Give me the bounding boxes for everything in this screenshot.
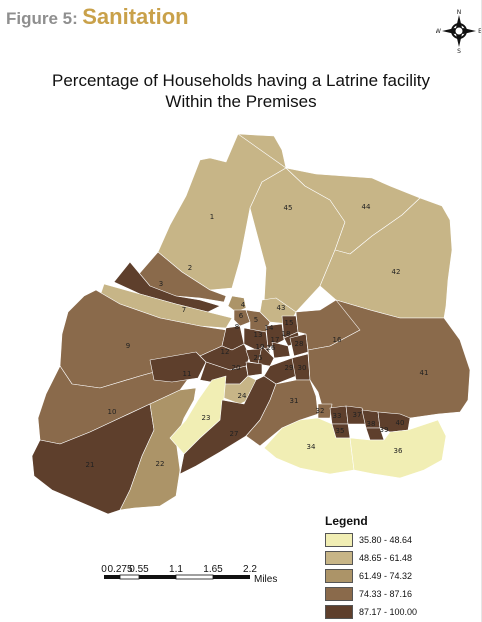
ward-label-3: 3: [159, 280, 163, 288]
ward-25: [245, 361, 263, 377]
ward-label-28: 28: [295, 340, 304, 348]
ward-label-13: 13: [254, 331, 263, 339]
ward-label-19: 19: [256, 343, 265, 351]
ward-label-25: 25: [254, 354, 263, 362]
ward-42: [319, 197, 453, 319]
ward-label-10: 10: [108, 408, 117, 416]
scale-tick-5: 2.2: [243, 564, 257, 575]
scale-tick-4: 1.65: [203, 564, 223, 575]
ward-label-22: 22: [156, 460, 165, 468]
scale-unit: Miles: [254, 574, 277, 585]
ward-17: [271, 341, 291, 359]
ward-label-11: 11: [183, 370, 192, 378]
legend: Legend 35.80 - 48.64 48.65 - 61.48 61.49…: [325, 514, 475, 622]
ward-label-18: 18: [282, 330, 291, 338]
ward-label-27: 27: [230, 430, 239, 438]
legend-swatch: [325, 569, 353, 583]
ward-label-21: 21: [86, 461, 95, 469]
ward-label-17: 17: [271, 336, 280, 344]
legend-label: 48.65 - 61.48: [359, 553, 413, 563]
compass-w: W: [436, 28, 441, 35]
legend-item: 61.49 - 74.32: [325, 568, 475, 584]
figure-label: Figure 5:: [6, 9, 78, 28]
scale-tick-1: 0.275: [107, 564, 132, 575]
legend-label: 35.80 - 48.64: [359, 535, 413, 545]
legend-item: 48.65 - 61.48: [325, 550, 475, 566]
ward-label-20: 20: [232, 364, 241, 372]
ward-label-32: 32: [316, 407, 325, 415]
ward-label-14: 14: [265, 324, 274, 332]
map-title-line1: Percentage of Households having a Latrin…: [51, 71, 430, 90]
ward-3: [113, 261, 221, 313]
legend-swatch: [325, 605, 353, 619]
legend-item: 35.80 - 48.64: [325, 532, 475, 548]
ward-label-39: 39: [380, 426, 389, 434]
ward-label-33: 33: [333, 412, 342, 420]
scale-tick-2: 0.55: [129, 564, 149, 575]
ward-label-34: 34: [307, 443, 316, 451]
ward-label-24: 24: [238, 392, 247, 400]
scale-tick-labels: 0 0.275 0.55 1.1 1.65 2.2: [101, 564, 257, 575]
ward-label-44: 44: [362, 203, 371, 211]
ward-label-9: 9: [126, 342, 130, 350]
ward-label-42: 42: [392, 268, 401, 276]
ward-label-31: 31: [290, 397, 299, 405]
legend-swatch: [325, 551, 353, 565]
ward-label-36: 36: [394, 447, 403, 455]
legend-label: 61.49 - 74.32: [359, 571, 413, 581]
scale-tick-0: 0: [101, 564, 107, 575]
scale-tick-3: 1.1: [169, 564, 183, 575]
ward-11: [149, 351, 207, 383]
ward-32: [317, 403, 333, 419]
ward-label-4: 4: [241, 301, 246, 309]
ward-label-16: 16: [333, 336, 342, 344]
legend-item: 87.17 - 100.00: [325, 604, 475, 620]
ward-label-38: 38: [367, 420, 376, 428]
ward-29: [263, 357, 297, 385]
ward-label-29: 29: [285, 364, 294, 372]
compass-n: N: [457, 9, 462, 16]
ward-label-1: 1: [210, 213, 214, 221]
map-title: Percentage of Households having a Latrin…: [0, 70, 482, 112]
ward-22: [119, 387, 197, 511]
compass-e: E: [478, 28, 482, 35]
figure-title: Sanitation: [82, 4, 189, 29]
ward-label-8: 8: [235, 323, 239, 331]
ward-label-15: 15: [285, 319, 294, 327]
ward-6: [233, 309, 251, 327]
ward-label-6: 6: [239, 312, 244, 320]
ward-label-45: 45: [284, 204, 293, 212]
compass-rose-icon: N S W E: [436, 9, 482, 54]
ward-label-2: 2: [188, 264, 192, 272]
figure-heading: Figure 5: Sanitation: [6, 4, 189, 30]
legend-label: 87.17 - 100.00: [359, 607, 418, 617]
ward-label-41: 41: [420, 369, 429, 377]
ward-14: [265, 323, 285, 349]
legend-swatch: [325, 533, 353, 547]
ward-label-43: 43: [277, 304, 286, 312]
legend-label: 74.33 - 87.16: [359, 589, 413, 599]
ward-label-30: 30: [298, 364, 307, 372]
legend-swatch: [325, 587, 353, 601]
ward-labels: 1 2 3 4 5 6 7 8 9 10 11 12 13 14 15 16 1…: [86, 203, 429, 469]
ward-label-5: 5: [254, 316, 258, 324]
legend-title: Legend: [325, 514, 368, 528]
compass-s: S: [457, 48, 461, 54]
scale-bar: 0 0.275 0.55 1.1 1.65 2.2 Miles: [101, 564, 277, 585]
map-title-line2: Within the Premises: [165, 92, 317, 111]
ward-label-12: 12: [221, 348, 230, 356]
ward-label-35: 35: [336, 427, 345, 435]
ward-label-26: 26: [267, 344, 276, 352]
ward-label-7: 7: [182, 306, 186, 314]
ward-label-37: 37: [353, 411, 362, 419]
ward-36: [349, 419, 447, 479]
legend-item: 74.33 - 87.16: [325, 586, 475, 602]
scale-segments: [104, 574, 250, 580]
ward-label-40: 40: [396, 419, 405, 427]
ward-label-23: 23: [202, 414, 211, 422]
